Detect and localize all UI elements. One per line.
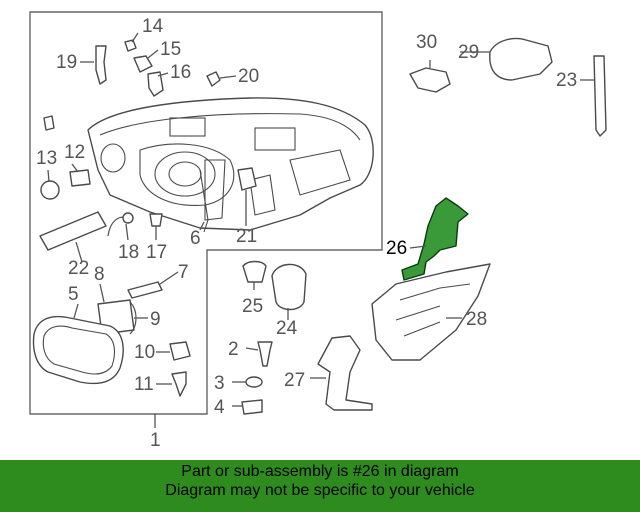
callout-22: 22 bbox=[68, 258, 89, 279]
part-26-highlight[interactable] bbox=[401, 197, 469, 281]
leader-lines bbox=[47, 32, 594, 407]
part-14-shape bbox=[124, 39, 137, 52]
part-27-shape bbox=[317, 335, 373, 411]
part-20-shape bbox=[206, 71, 221, 87]
part-29-shape bbox=[489, 37, 553, 81]
part-28-shape bbox=[371, 263, 491, 361]
part-2-shape bbox=[257, 341, 273, 367]
callout-15: 15 bbox=[160, 39, 181, 60]
callout-17: 17 bbox=[146, 242, 167, 263]
banner-line-2: Diagram may not be specific to your vehi… bbox=[165, 482, 475, 499]
part-24-shape bbox=[271, 263, 307, 311]
callout-27: 27 bbox=[284, 370, 305, 391]
callout-13: 13 bbox=[36, 148, 57, 169]
callout-21: 21 bbox=[236, 226, 257, 247]
part-13-shape bbox=[40, 180, 60, 200]
part-10-shape bbox=[169, 341, 191, 361]
callout-24: 24 bbox=[276, 318, 298, 339]
callout-26[interactable]: 26 bbox=[386, 238, 407, 259]
callout-14: 14 bbox=[142, 16, 164, 37]
part-30-shape bbox=[409, 67, 451, 93]
callout-2: 2 bbox=[228, 339, 239, 360]
part-17-shape bbox=[149, 213, 163, 227]
callout-5: 5 bbox=[68, 284, 79, 305]
clip-shape bbox=[43, 115, 55, 131]
part-25-shape bbox=[242, 260, 267, 283]
callout-1: 1 bbox=[150, 430, 161, 451]
callout-20: 20 bbox=[238, 66, 259, 87]
callout-7: 7 bbox=[178, 262, 189, 283]
part-28-detail bbox=[395, 283, 471, 337]
banner-line-1: Part or sub-assembly is #26 in diagram bbox=[181, 463, 459, 480]
callout-16: 16 bbox=[170, 62, 191, 83]
callout-9: 9 bbox=[150, 309, 161, 330]
part-12-shape bbox=[69, 169, 91, 187]
callout-3: 3 bbox=[214, 373, 225, 394]
parts-diagram: 1 2 3 4 5 6 7 8 9 10 11 12 13 14 15 16 1… bbox=[29, 11, 607, 451]
callout-10: 10 bbox=[134, 342, 155, 363]
callout-30: 30 bbox=[416, 32, 437, 53]
callout-29: 29 bbox=[458, 42, 479, 63]
part-11-shape bbox=[171, 371, 187, 397]
callout-19: 19 bbox=[56, 52, 77, 73]
callout-25: 25 bbox=[242, 296, 263, 317]
part-21-shape bbox=[237, 167, 257, 191]
part-18-connector bbox=[122, 212, 134, 224]
part-7-shape bbox=[127, 281, 163, 299]
part-4-shape bbox=[241, 399, 263, 415]
part-15-shape bbox=[133, 55, 153, 73]
part-5-inner bbox=[42, 325, 116, 375]
callout-28: 28 bbox=[466, 309, 487, 330]
assembly-frame bbox=[29, 11, 383, 415]
callout-6: 6 bbox=[190, 228, 201, 249]
callout-8: 8 bbox=[94, 264, 105, 285]
part-16-shape bbox=[147, 71, 164, 97]
info-banner: Part or sub-assembly is #26 in diagram D… bbox=[0, 460, 640, 512]
part-22-shape bbox=[39, 211, 107, 251]
part-19-shape bbox=[95, 45, 107, 85]
callout-18: 18 bbox=[118, 242, 139, 263]
part-23-shape bbox=[593, 55, 607, 137]
callout-23: 23 bbox=[556, 70, 577, 91]
callout-11: 11 bbox=[134, 374, 154, 395]
callout-12: 12 bbox=[64, 142, 85, 163]
headlamp-housing bbox=[87, 97, 374, 231]
callout-4: 4 bbox=[214, 397, 225, 418]
part-5-shape bbox=[32, 315, 124, 385]
part-6-shape bbox=[199, 169, 209, 233]
part-3-shape bbox=[245, 376, 263, 388]
